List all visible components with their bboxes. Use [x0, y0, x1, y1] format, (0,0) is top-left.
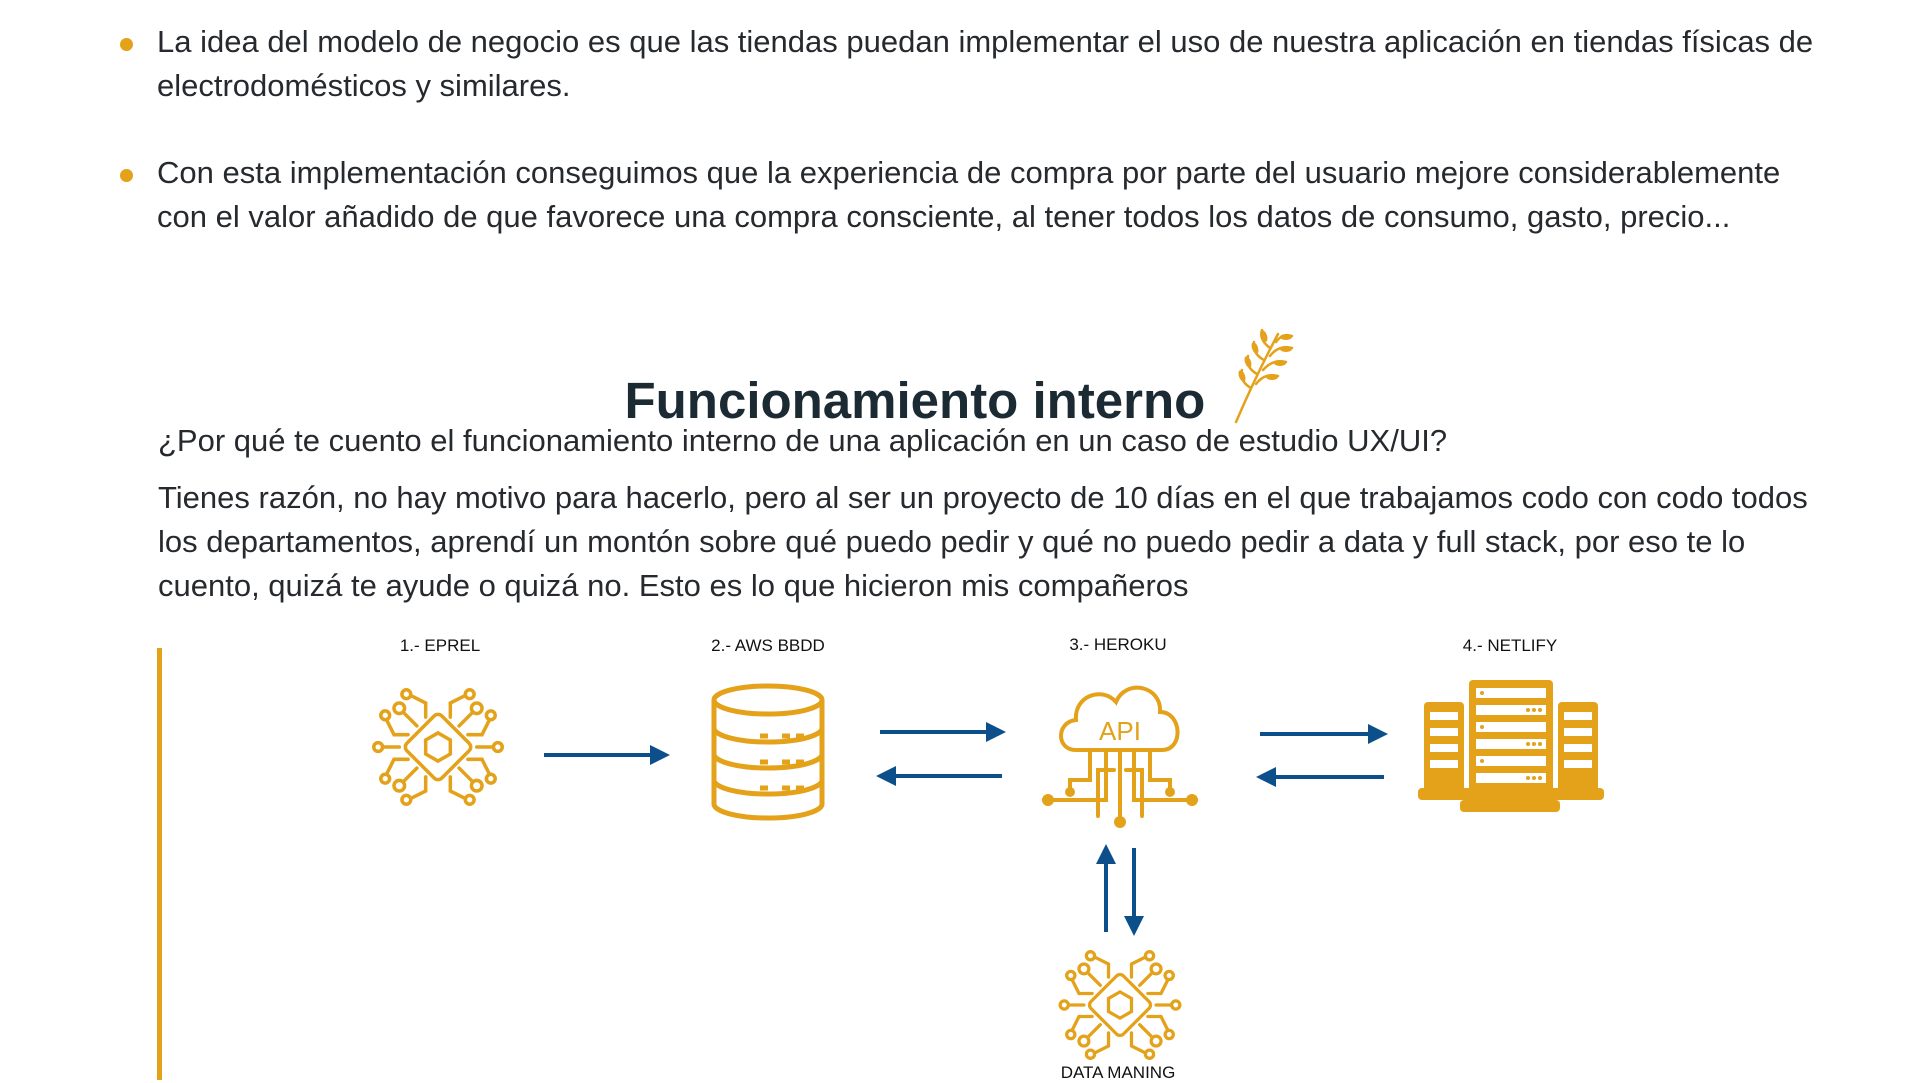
question-text: ¿Por qué te cuento el funcionamiento int… — [158, 423, 1448, 458]
node-label-heroku: 3.- HEROKU — [1069, 635, 1167, 654]
node-label-data-maning: DATA MANING — [1060, 1063, 1176, 1082]
section-heading: Funcionamiento interno — [0, 328, 1920, 432]
section-title: Funcionamiento interno — [624, 372, 1206, 429]
bullet-dot-icon — [120, 38, 133, 51]
bullet-dot-icon — [120, 169, 133, 182]
accent-vertical-line — [157, 648, 162, 1080]
database-icon — [711, 683, 825, 821]
circuit-chip-icon — [372, 688, 504, 806]
node-label-netlify: 4.- NETLIFY — [1462, 636, 1558, 655]
bullet-item: La idea del modelo de negocio es que las… — [118, 20, 1838, 108]
api-label: API — [1099, 716, 1141, 746]
bullet-item: Con esta implementación conseguimos que … — [118, 151, 1838, 239]
bullet-text: La idea del modelo de negocio es que las… — [157, 24, 1814, 103]
node-label-aws: 2.- AWS BBDD — [711, 636, 825, 655]
circuit-chip-icon — [1058, 950, 1182, 1060]
node-label-eprel: 1.- EPREL — [399, 636, 481, 655]
answer-text: Tienes razón, no hay motivo para hacerlo… — [158, 480, 1808, 603]
server-rack-icon — [1418, 680, 1604, 812]
cloud-api-icon: API — [1042, 685, 1198, 828]
wheat-icon — [1234, 328, 1293, 424]
bullet-text: Con esta implementación conseguimos que … — [157, 155, 1781, 234]
bullet-list: La idea del modelo de negocio es que las… — [118, 20, 1838, 282]
